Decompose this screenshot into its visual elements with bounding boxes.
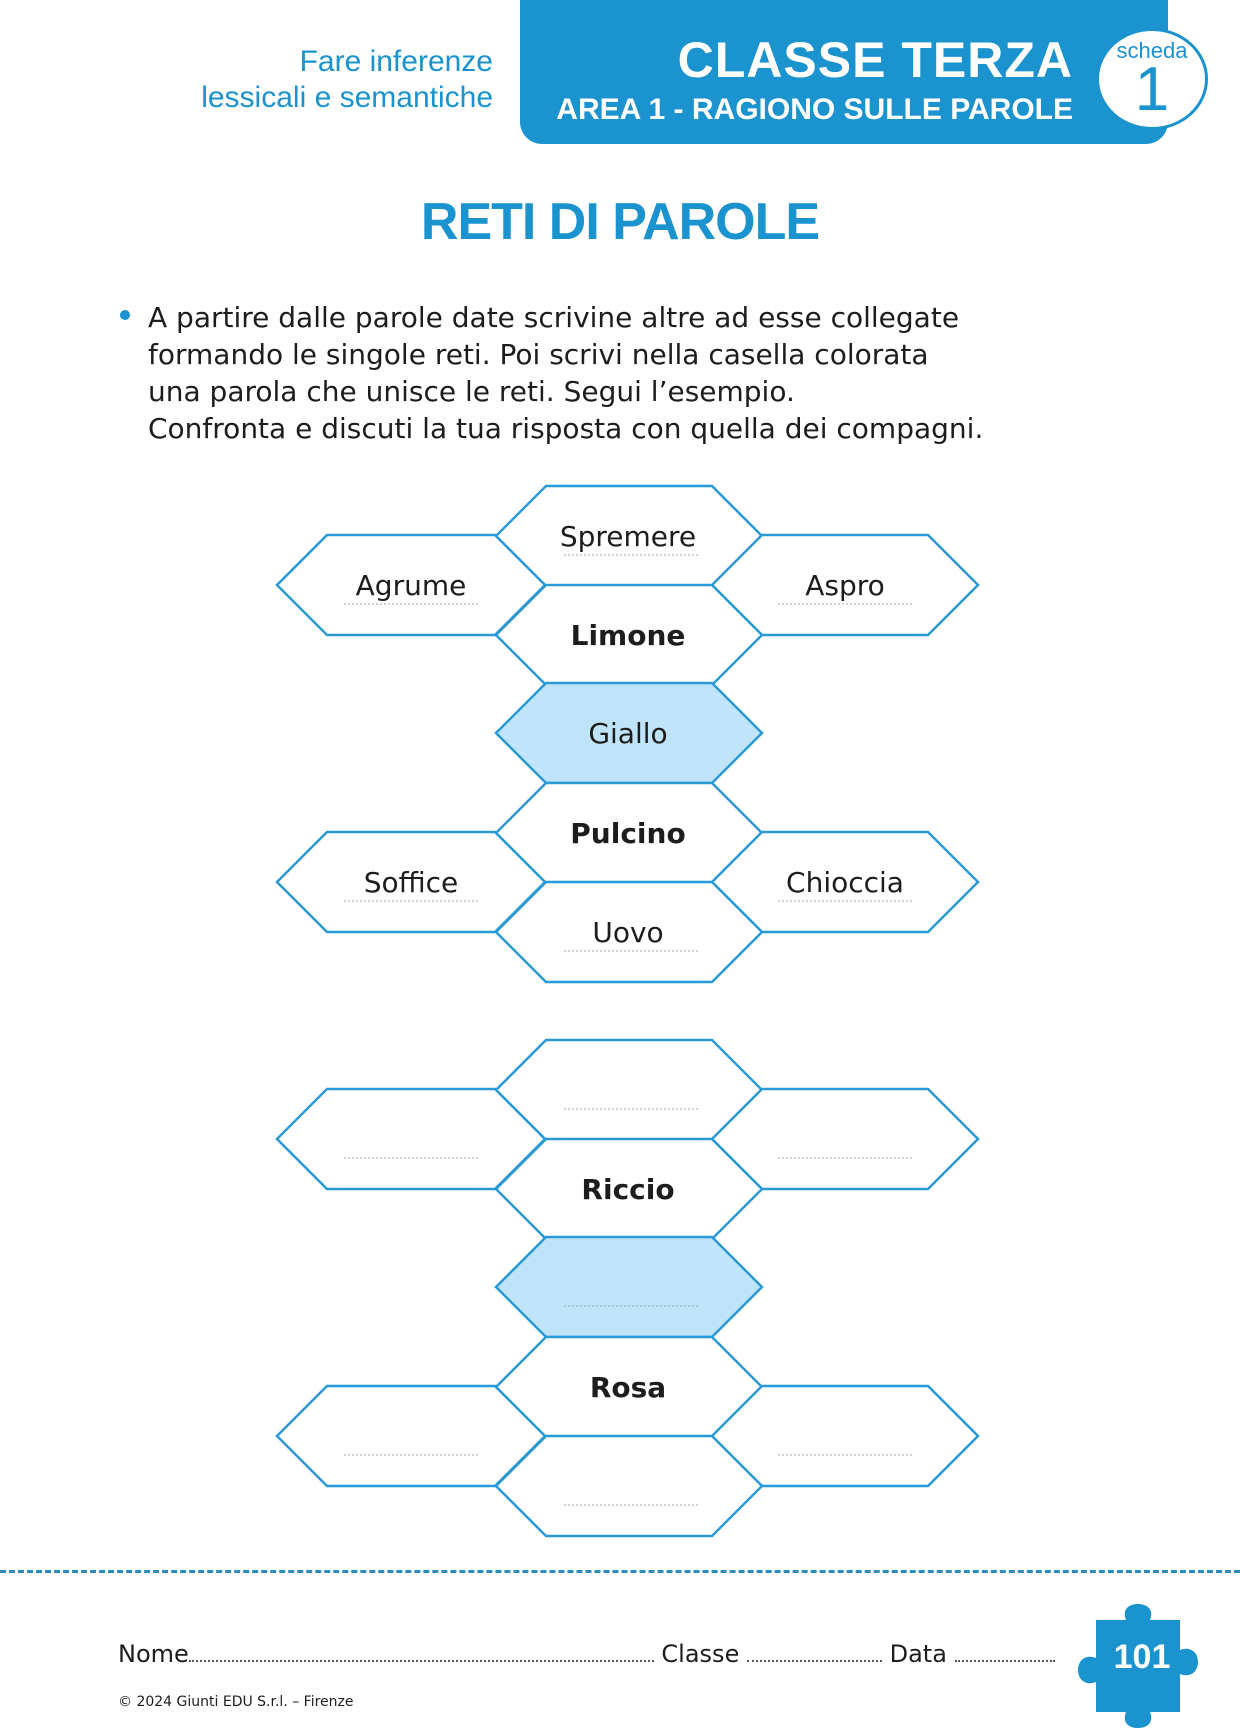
hex-exercise-bottom[interactable]: [494, 1434, 764, 1538]
class-label: Classe: [661, 1640, 740, 1668]
hex-word-given: Riccio: [581, 1173, 674, 1206]
badge-number: 1: [1134, 55, 1170, 124]
hex-exercise-bottom-right[interactable]: [710, 1384, 980, 1488]
hex-exercise-top[interactable]: [494, 1038, 764, 1142]
hex-example-link[interactable]: Giallo: [494, 681, 764, 785]
bullet-icon: [120, 310, 130, 320]
hex-word-given: Rosa: [590, 1371, 666, 1404]
instruction-line: Confronta e discuti la tua risposta con …: [148, 412, 984, 445]
hex-example-top[interactable]: Spremere: [494, 484, 764, 588]
hex-example-bottom-left[interactable]: Soffice: [275, 830, 547, 934]
hex-example-bottom-right[interactable]: Chioccia: [710, 830, 980, 934]
hex-example-bottom[interactable]: Uovo: [494, 880, 764, 984]
class-field[interactable]: [746, 1642, 882, 1662]
hex-word: Uovo: [592, 916, 663, 949]
hex-exercise-link[interactable]: [494, 1235, 764, 1339]
instruction-line: una parola che unisce le reti. Segui l’e…: [148, 375, 795, 408]
example-net: Spremere Agrume Aspro Limone Giallo Pulc…: [275, 484, 980, 984]
hex-example-center-top: Limone: [494, 583, 764, 687]
page-number: 101: [1113, 1638, 1171, 1676]
date-label: Data: [889, 1640, 947, 1668]
student-info-line: Nome Classe Data: [118, 1640, 1055, 1668]
badge-label: scheda: [1116, 38, 1188, 63]
subject-line-1: Fare inferenze: [299, 45, 493, 78]
page-title: RETI DI PAROLE: [420, 193, 820, 251]
hex-word: Soffice: [364, 866, 459, 899]
hex-example-left[interactable]: Agrume: [275, 533, 547, 637]
hex-word-given: Limone: [571, 619, 686, 652]
name-label: Nome: [118, 1640, 189, 1668]
exercise-net: Riccio Rosa: [275, 1038, 980, 1538]
copyright: © 2024 Giunti EDU S.r.l. – Firenze: [118, 1694, 354, 1710]
link-word: Giallo: [588, 717, 667, 750]
hex-exercise-bottom-left[interactable]: [275, 1384, 547, 1488]
puzzle-piece-icon: [1078, 1604, 1198, 1728]
worksheet-badge: scheda 1: [1096, 28, 1208, 130]
hex-word: Spremere: [560, 520, 696, 553]
subject-heading: Fare inferenze lessicali e semantiche: [150, 44, 493, 116]
hex-word: Chioccia: [786, 866, 904, 899]
subject-line-2: lessicali e semantiche: [201, 81, 493, 114]
hex-exercise-right[interactable]: [710, 1087, 980, 1191]
date-field[interactable]: [954, 1642, 1055, 1662]
instruction-line: A partire dalle parole date scrivine alt…: [148, 301, 960, 334]
hex-exercise-left[interactable]: [275, 1087, 547, 1191]
name-field[interactable]: [188, 1642, 654, 1662]
hex-exercise-center-top: Riccio: [494, 1137, 764, 1241]
class-title: CLASSE TERZA: [677, 32, 1073, 88]
class-banner: CLASSE TERZA AREA 1 - RAGIONO SULLE PARO…: [520, 0, 1168, 144]
hex-word-given: Pulcino: [570, 817, 685, 850]
hex-word: Agrume: [356, 569, 467, 602]
hex-example-center-bottom: Pulcino: [494, 781, 764, 885]
instruction-line: formando le singole reti. Poi scrivi nel…: [148, 338, 929, 371]
hex-word: Aspro: [805, 569, 885, 602]
hex-example-right[interactable]: Aspro: [710, 533, 980, 637]
divider: [0, 1570, 1240, 1573]
hex-exercise-center-bottom: Rosa: [494, 1335, 764, 1439]
instructions: A partire dalle parole date scrivine alt…: [148, 299, 1178, 447]
area-title: AREA 1 - RAGIONO SULLE PAROLE: [556, 93, 1073, 126]
